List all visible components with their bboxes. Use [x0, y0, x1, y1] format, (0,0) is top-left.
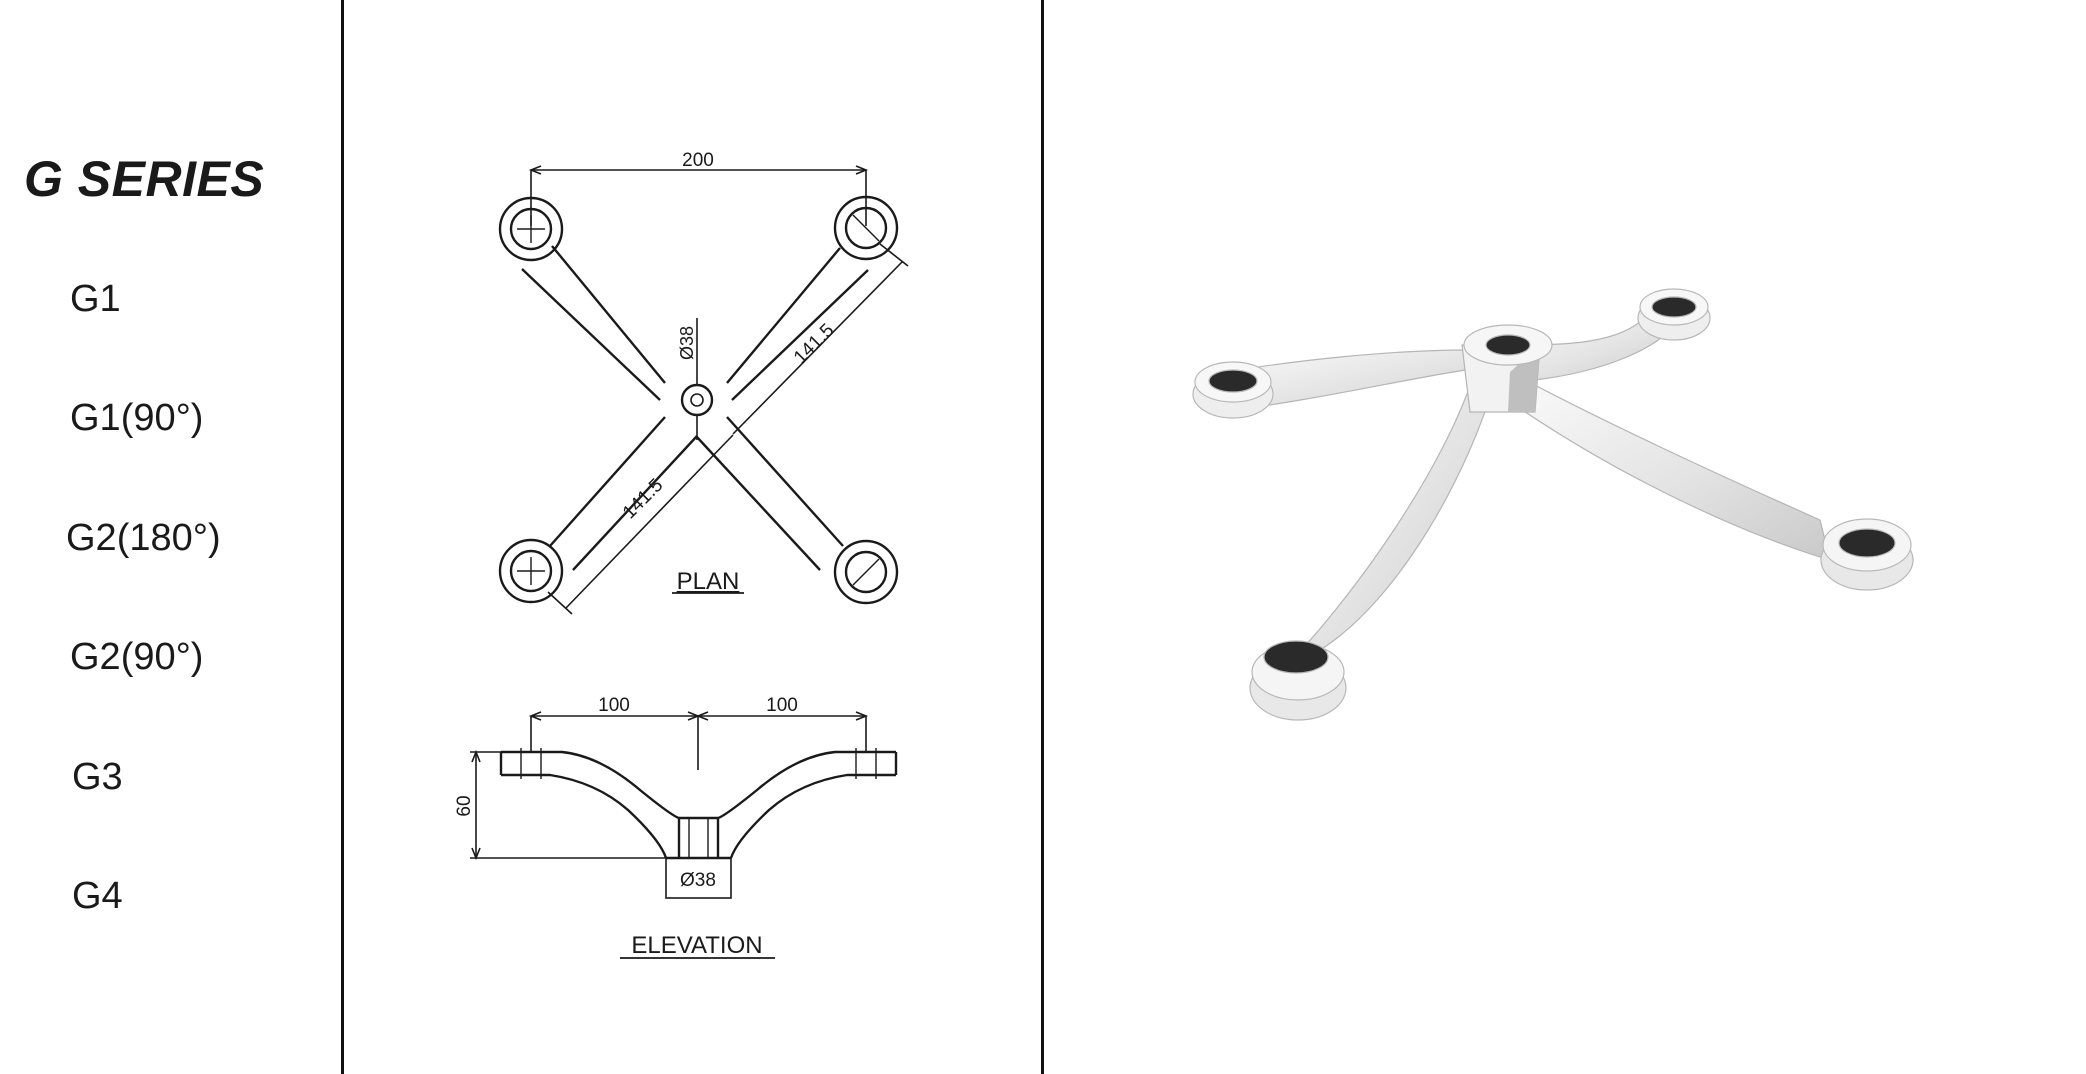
elevation-view: 100 100 60 — [454, 695, 898, 959]
plan-boss-bottom-left — [498, 538, 564, 604]
boss-top-right — [1637, 288, 1711, 341]
model-item-g3[interactable]: G3 — [72, 756, 123, 798]
model-item-g2-90[interactable]: G2(90°) — [70, 636, 204, 678]
spider-arm-bottom-left — [1289, 367, 1496, 663]
model-item-g4[interactable]: G4 — [72, 875, 123, 917]
elevation-top-dimension — [528, 711, 869, 770]
technical-drawing: 200 — [454, 150, 909, 959]
boss-bottom-right — [1820, 518, 1914, 591]
plan-arm-dimension-lower — [547, 434, 734, 615]
boss-hub-top — [1463, 324, 1553, 366]
elevation-hub-dimension — [665, 857, 732, 899]
plan-title: PLAN — [677, 568, 740, 595]
plan-hub-label: Ø38 — [677, 326, 697, 360]
spider-arm-bottom-right — [1514, 379, 1831, 561]
column-divider-left — [341, 0, 344, 1074]
plan-boss-bottom-right — [833, 539, 899, 605]
elevation-hub-label: Ø38 — [680, 870, 716, 891]
model-item-g1-90[interactable]: G1(90°) — [70, 397, 204, 439]
elevation-right-dim-label: 100 — [766, 695, 798, 716]
plan-width-dimension — [528, 165, 869, 226]
plan-boss-top-right — [833, 195, 899, 261]
elevation-height-label: 60 — [454, 795, 475, 816]
series-title: G SERIES — [24, 151, 265, 207]
elevation-title: ELEVATION — [631, 932, 762, 959]
model-item-g2-180[interactable]: G2(180°) — [66, 517, 221, 559]
plan-arm-dimension-upper — [732, 243, 909, 435]
elevation-left-dim-label: 100 — [598, 695, 630, 716]
plan-spider-arms — [521, 245, 869, 571]
plan-view: 200 — [498, 150, 909, 615]
plan-boss-top-left — [498, 196, 564, 262]
boss-left — [1192, 361, 1274, 419]
product-render — [1192, 288, 1914, 721]
spider-fitting — [1224, 317, 1831, 663]
boss-bottom-left — [1249, 640, 1347, 721]
plan-arm-upper-label: 141.5 — [790, 320, 838, 368]
plan-width-label: 200 — [682, 150, 714, 171]
plan-arm-lower-label: 141.5 — [619, 475, 667, 523]
elevation-height-dimension — [470, 749, 666, 861]
column-divider-right — [1041, 0, 1044, 1074]
elevation-profile — [499, 748, 898, 860]
model-item-g1[interactable]: G1 — [70, 278, 121, 320]
